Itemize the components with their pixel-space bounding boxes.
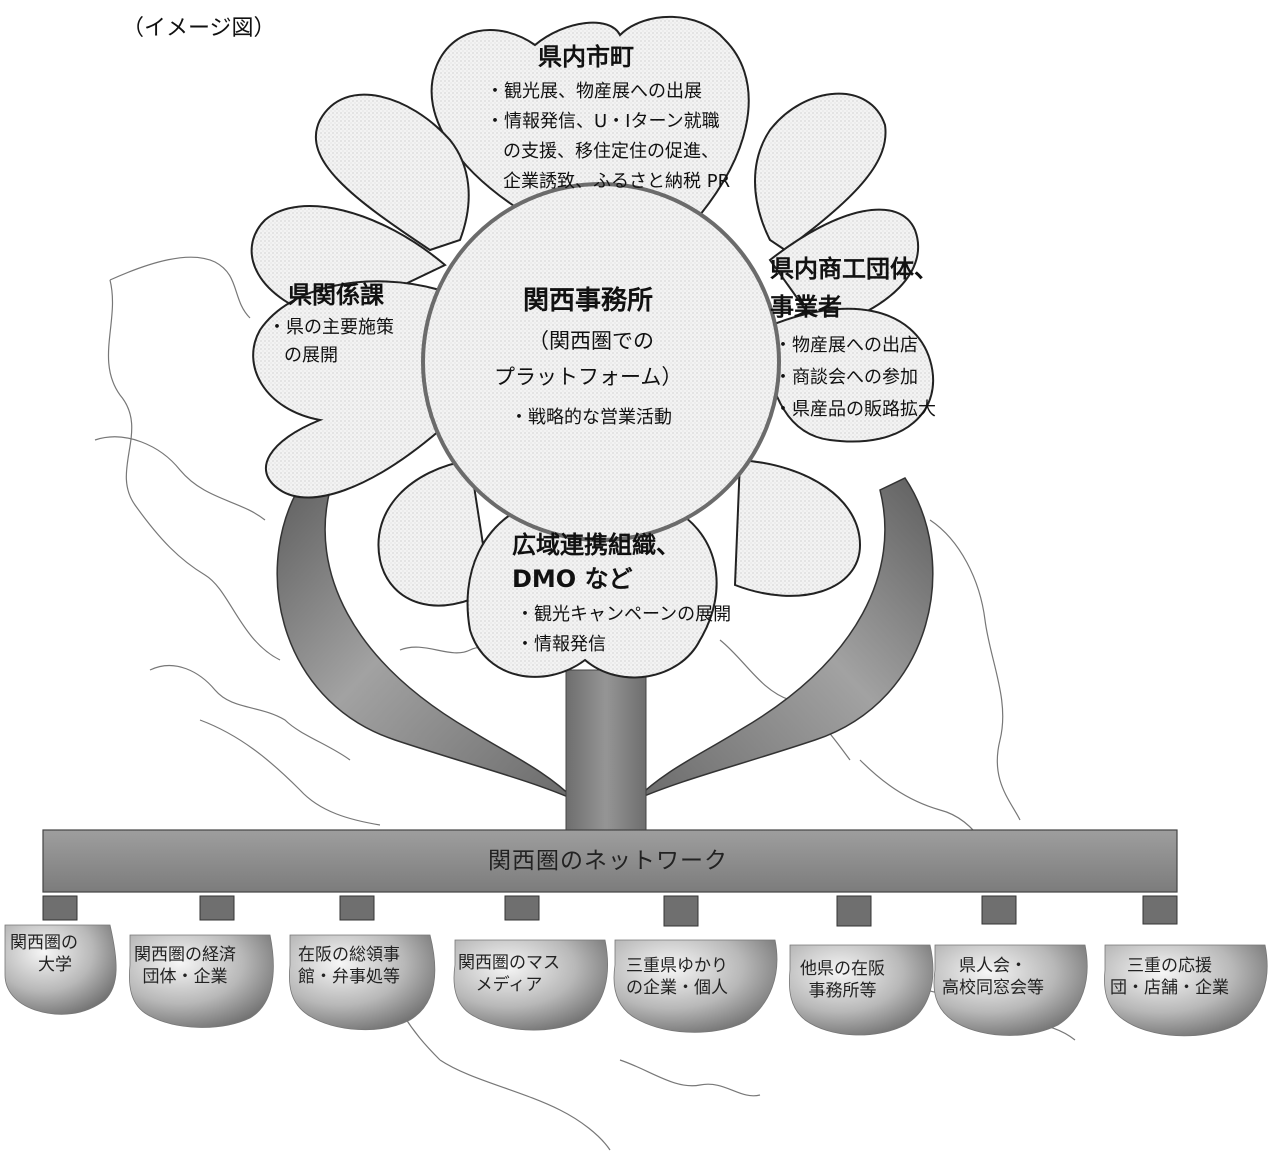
petal-left-heading: 県関係課 [288,281,384,309]
petal-left-upper [250,205,447,322]
petal-top-bullet-1: ・観光展、物産展への出展 [486,81,702,102]
petal-right-bullet-3: ・県産品の販路拡大 [774,399,936,420]
petal-left-bullet-1: ・県の主要施策 [268,317,394,338]
petal-top-bullet-4: 企業誘致、ふるさと納税 PR [503,171,731,192]
network-member-3-line-1: 在阪の総領事 [298,945,400,965]
flower-center [421,182,781,542]
petal-top-heading: 県内市町 [538,43,634,71]
network-label: 関西圏のネットワーク [488,848,728,874]
network-member-shapes [4,924,1268,1037]
center-subtitle-line-1: （関西圏での [528,329,654,353]
petal-right-heading-line-2: 事業者 [770,293,842,321]
petal-top-bullet-3: の支援、移住定住の促進、 [503,141,719,162]
network-connectors [42,895,1178,927]
petal-bottom-bullet-2: ・情報発信 [516,634,606,655]
petal-bottom-heading-line-1: 広域連携組織、 [512,531,680,559]
network-member-2-line-1: 関西圏の経済 [134,945,236,965]
network-member-3: 在阪の総領事 館・弁事処等 [298,944,400,989]
petal-right [758,307,935,443]
network-member-8-line-1: 三重の応援 [1127,956,1212,976]
network-member-2-line-2: 団体・企業 [142,967,228,988]
network-member-6-line-1: 他県の在阪 [800,959,885,979]
flower-stem [565,669,647,831]
network-member-5-line-2: の企業・個人 [626,978,728,999]
network-member-8: 三重の応援 団・店舗・企業 [1110,955,1229,1000]
network-member-4-line-2: メディア [475,975,543,996]
network-member-1: 関西圏の 大学 [10,932,78,977]
network-member-4-line-1: 関西圏のマス [458,953,560,973]
network-bar [42,829,1178,893]
network-member-6-line-2: 事務所等 [808,981,877,1002]
network-member-7: 県人会・ 高校同窓会等 [942,955,1044,1000]
petal-bottom-heading-line-2: DMO など [512,565,633,593]
petal-top [430,15,750,216]
network-member-3-line-2: 館・弁事処等 [298,967,400,988]
center-title: 関西事務所 [523,286,654,316]
petal-right-bullet-2: ・商談会への参加 [774,367,918,388]
petal-right-bullet-1: ・物産展への出店 [774,335,918,356]
image-caption: （イメージ図） [122,16,276,41]
petal-top-bullet-2: ・情報発信、U・Iターン就職 [486,111,720,132]
network-member-8-line-2: 団・店舗・企業 [1110,978,1229,999]
petal-top-right [754,92,887,252]
network-member-5-line-1: 三重県ゆかり [626,956,728,976]
network-member-1-line-1: 関西圏の [10,933,78,953]
flower-petals [250,15,935,679]
petal-top-left [314,93,470,252]
petal-left-bullet-2: の展開 [284,345,338,366]
network-member-1-line-2: 大学 [38,955,72,976]
center-bullet: ・戦略的な営業活動 [510,407,672,428]
network-member-2: 関西圏の経済 団体・企業 [134,944,236,989]
center-subtitle-line-2: プラットフォーム） [494,365,683,389]
petal-right-heading-line-1: 県内商工団体、 [770,255,938,283]
petal-bottom [466,498,718,679]
network-member-6: 他県の在阪 事務所等 [800,958,885,1003]
network-member-7-line-2: 高校同窓会等 [942,978,1044,999]
network-member-5: 三重県ゆかり の企業・個人 [626,955,728,1000]
petal-lower-left [377,458,492,607]
petal-bottom-bullet-1: ・観光キャンペーンの展開 [516,604,732,625]
petal-lower-right [733,458,862,597]
petal-left [252,280,441,499]
network-member-7-line-1: 県人会・ [959,956,1027,976]
network-member-4: 関西圏のマス メディア [458,952,560,997]
